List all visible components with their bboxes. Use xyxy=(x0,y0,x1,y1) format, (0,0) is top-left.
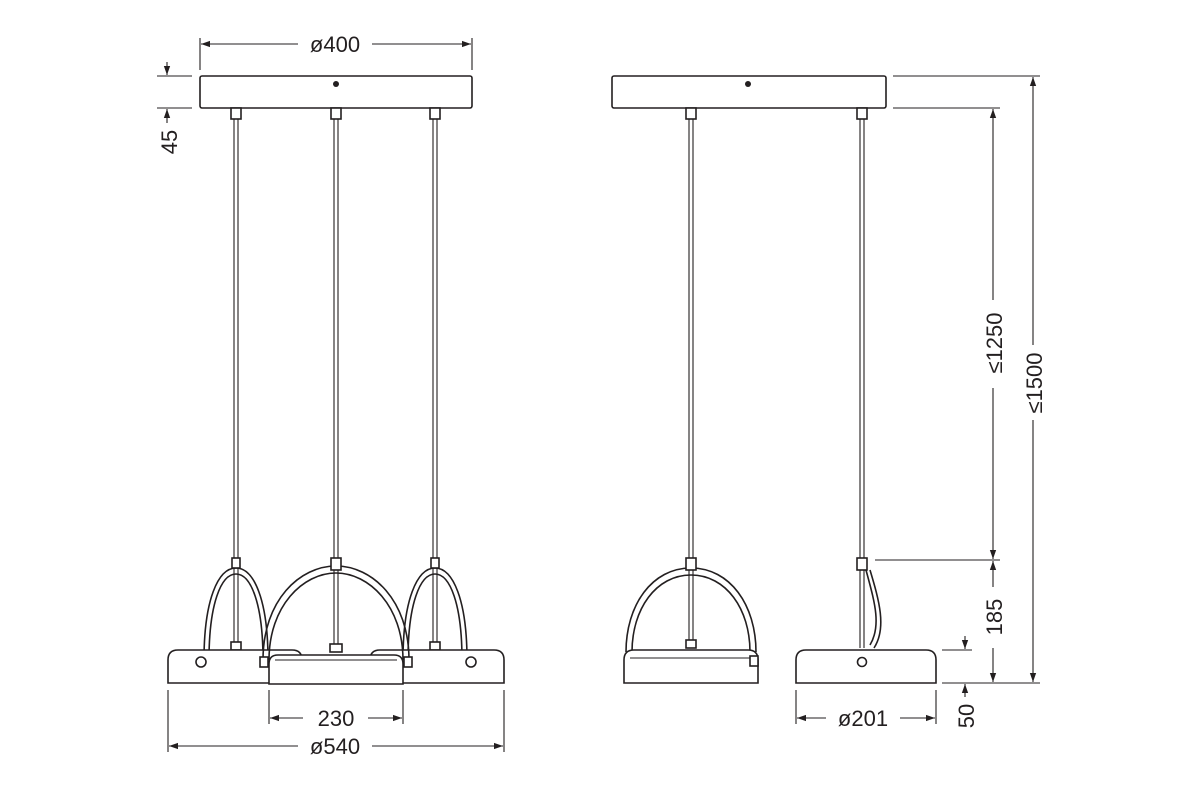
dim-max-total-height: ≤1500 xyxy=(1022,352,1047,413)
canopy-screw xyxy=(745,81,751,87)
pivot-left-a xyxy=(195,656,207,668)
shade-body-side-b xyxy=(795,649,937,684)
canopy-front xyxy=(199,75,473,109)
shade-socket xyxy=(329,643,343,653)
front-view xyxy=(167,75,505,685)
shade-clamp xyxy=(231,557,241,569)
shade-body-side-a xyxy=(623,649,759,684)
shade-clamp xyxy=(330,557,342,571)
dim-canopy-diameter: ø400 xyxy=(310,32,360,57)
shade-socket xyxy=(685,639,697,649)
shade-clamp xyxy=(856,557,868,571)
shade-side-front xyxy=(623,557,759,684)
dim-shade-spacing: 230 xyxy=(318,706,355,731)
shade-socket xyxy=(429,641,441,651)
dim-max-cable-length: ≤1250 xyxy=(982,312,1007,373)
pivot-center-left xyxy=(259,656,269,668)
front-dimensions: ø400 45 230 ø540 xyxy=(157,32,505,759)
dim-shade-height: 185 xyxy=(982,599,1007,636)
canopy-screw xyxy=(333,81,339,87)
shade-body-center xyxy=(268,654,404,685)
cable-grip-center xyxy=(330,107,342,120)
shade-socket xyxy=(230,641,242,651)
pivot-right-b xyxy=(465,656,477,668)
dim-canopy-height: 45 xyxy=(157,130,182,154)
side-dimensions: ≤1500 ≤1250 185 50 ø201 xyxy=(795,75,1047,731)
cable-grip-right xyxy=(429,107,441,120)
cable-grip-side-right xyxy=(856,107,868,120)
pivot-side-b xyxy=(856,656,868,668)
side-view xyxy=(611,75,937,684)
pivot-side xyxy=(749,655,759,667)
shade-center xyxy=(259,557,413,685)
cables-side xyxy=(688,119,865,560)
cable-grip-left xyxy=(230,107,242,120)
dim-overall-width: ø540 xyxy=(310,734,360,759)
shade-side-edge xyxy=(795,557,937,684)
shade-clamp xyxy=(685,557,697,571)
canopy-side xyxy=(611,75,887,109)
dim-shade-body-height: 50 xyxy=(954,704,979,728)
cables-front xyxy=(233,119,438,560)
cable-grip-side-left xyxy=(685,107,697,120)
dim-shade-diameter: ø201 xyxy=(838,706,888,731)
shade-clamp xyxy=(430,557,440,569)
pivot-center-right xyxy=(403,656,413,668)
